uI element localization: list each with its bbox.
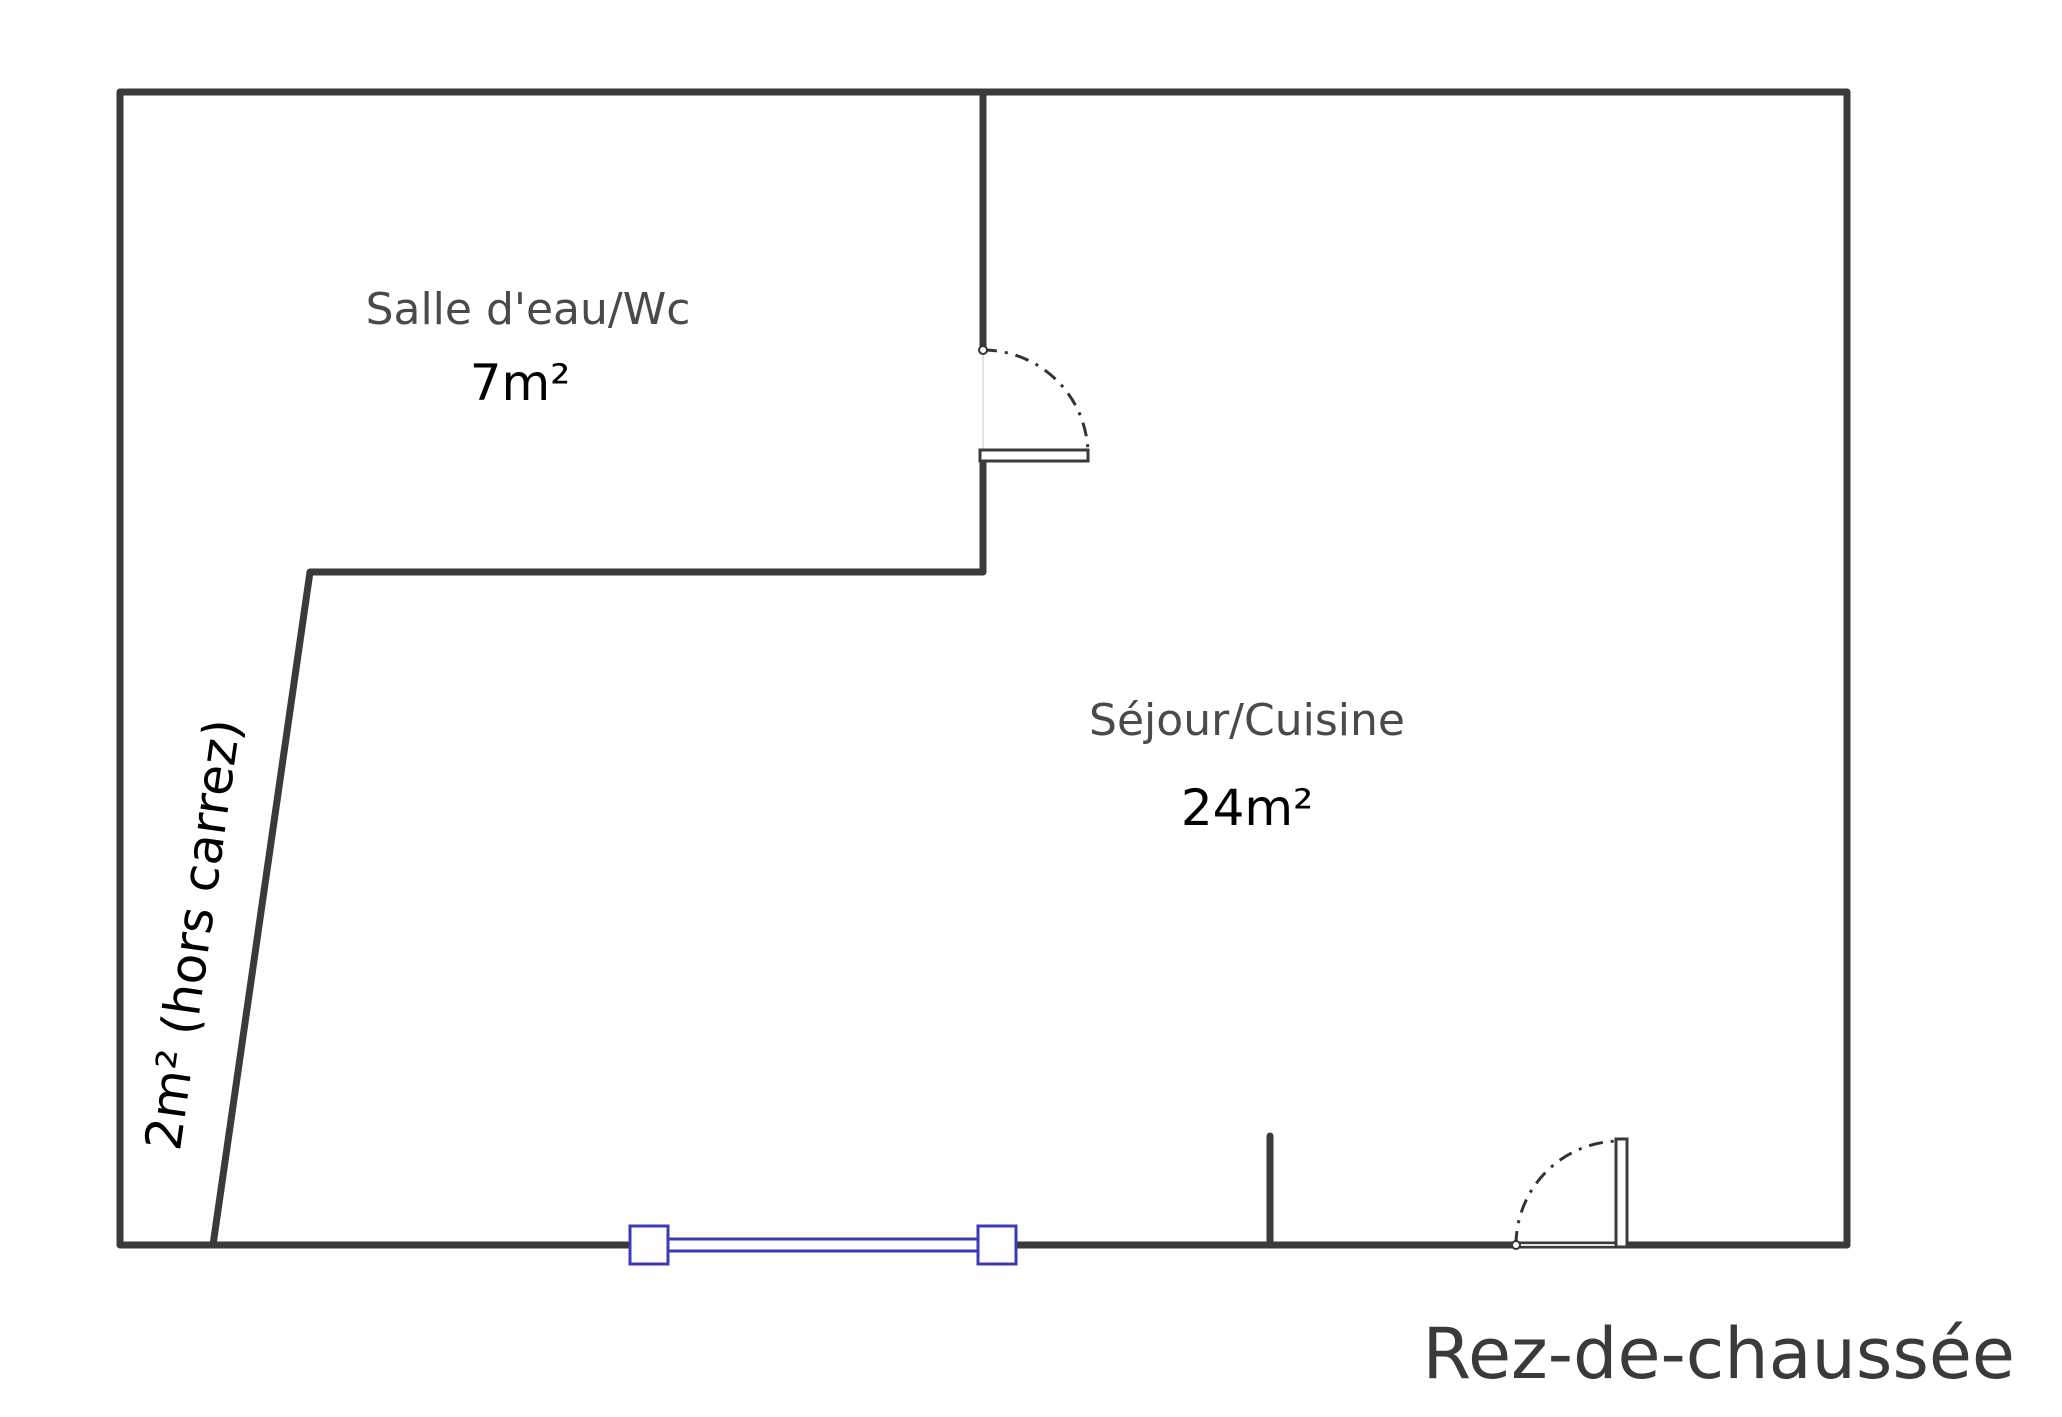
bathroom-door-swing (982, 348, 1090, 456)
floor-label: Rez-de-chaussée (1422, 1313, 2015, 1395)
entry-door-hinge (1511, 1240, 1521, 1250)
walls (116, 88, 1851, 1249)
room-name-living: Séjour/Cuisine (1089, 695, 1405, 746)
window-frame-right (976, 1224, 1018, 1266)
room-name-bathroom: Salle d'eau/Wc (366, 284, 691, 335)
room-area-bathroom: 7m² (470, 354, 571, 412)
bathroom-door-hinge (978, 345, 988, 355)
window-frame-left (628, 1224, 670, 1266)
entry-door-swing (1514, 1139, 1621, 1246)
bathroom-door-leaf (978, 448, 1090, 463)
bathroom-door (978, 345, 1090, 463)
entry-door (1511, 1137, 1629, 1250)
bathroom-wall-lower (209, 451, 987, 1249)
entry-door-leaf (1614, 1137, 1629, 1249)
room-area-living: 24m² (1181, 779, 1313, 837)
window (628, 1224, 1018, 1266)
